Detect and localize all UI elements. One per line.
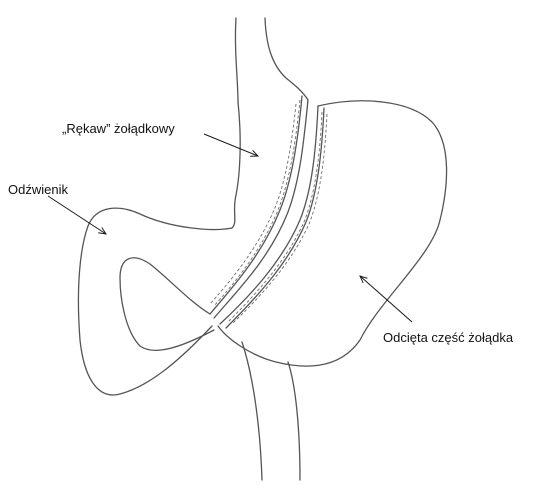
sleeve-label: „Rękaw” żołądkowy xyxy=(62,122,175,135)
lower-intestine-outline xyxy=(242,342,300,480)
sleeve-arrow xyxy=(204,134,258,156)
esophagus-outline xyxy=(235,18,308,102)
removed-part-arrow xyxy=(360,276,412,322)
duodenum-label: Odźwienik xyxy=(8,183,68,196)
removed-stomach-outline xyxy=(218,101,447,366)
duodenum-outline xyxy=(78,208,232,395)
duodenum-arrow xyxy=(48,196,106,234)
removed-part-label: Odcięta część żołądka xyxy=(383,331,513,344)
